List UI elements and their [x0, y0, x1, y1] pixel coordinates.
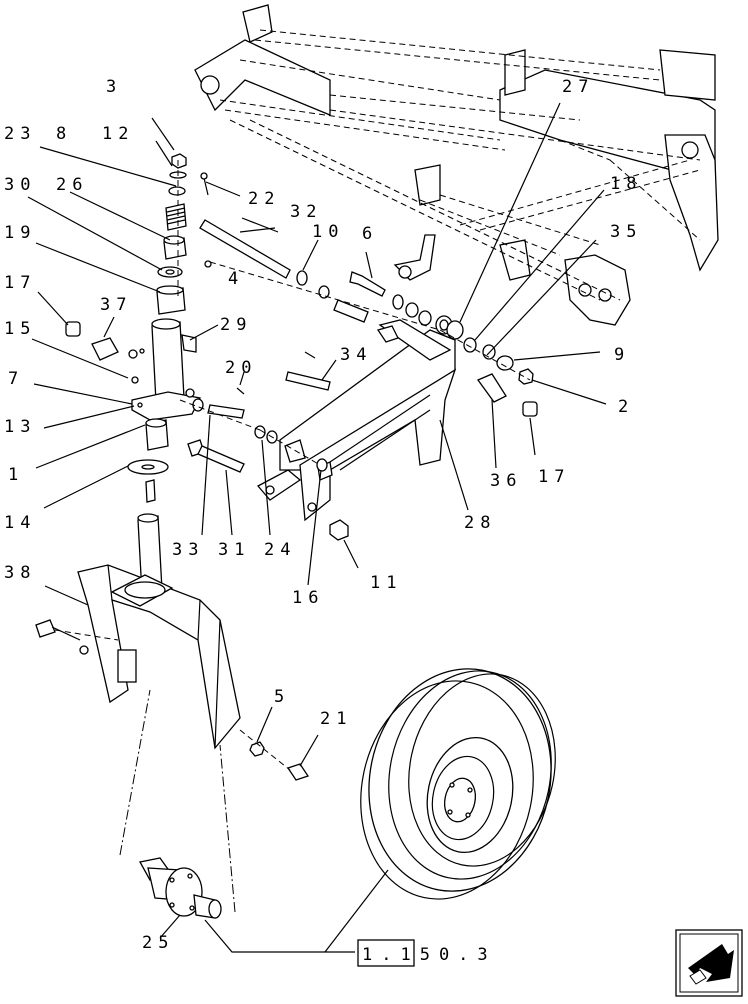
- leader-lines: [27, 102, 607, 953]
- pivot-parts-stack: [65, 153, 245, 503]
- callout-32: 32: [290, 202, 322, 222]
- callout-33: 33: [172, 540, 204, 560]
- wheel-tire: [360, 668, 556, 900]
- callout-25: 25: [142, 933, 174, 953]
- callout-2: 2: [618, 397, 634, 417]
- callout-26: 26: [56, 175, 88, 195]
- callout-6: 6: [362, 224, 378, 244]
- callout-7: 7: [8, 369, 24, 389]
- reference-box-label: 1.150.3: [362, 945, 497, 965]
- callout-17-right: 17: [538, 467, 570, 487]
- callout-21: 21: [320, 709, 352, 729]
- callout-14: 14: [4, 513, 36, 533]
- callout-12: 12: [102, 124, 134, 144]
- callout-13: 13: [4, 417, 36, 437]
- callout-34: 34: [340, 345, 372, 365]
- callout-17-left: 17: [4, 273, 36, 293]
- callout-22: 22: [248, 189, 280, 209]
- callout-15: 15: [4, 319, 36, 339]
- callout-38: 38: [4, 563, 36, 583]
- pins-and-bushings: [177, 160, 538, 781]
- main-arm: [256, 319, 457, 522]
- callout-8: 8: [56, 124, 72, 144]
- callout-10: 10: [312, 222, 344, 242]
- caster-fork: [35, 513, 241, 750]
- hub-spindle: [119, 689, 236, 919]
- callout-20: 20: [225, 358, 257, 378]
- callout-23: 23: [4, 124, 36, 144]
- callout-24: 24: [264, 540, 296, 560]
- callout-5: 5: [274, 687, 290, 707]
- reference-box[interactable]: 1.150.3: [357, 939, 497, 967]
- callout-31: 31: [218, 540, 250, 560]
- callout-11: 11: [370, 573, 402, 593]
- callout-18: 18: [610, 174, 642, 194]
- callout-19: 19: [4, 223, 36, 243]
- frame-assembly: [194, 4, 719, 326]
- callout-35: 35: [610, 222, 642, 242]
- callout-28: 28: [464, 513, 496, 533]
- callout-9: 9: [614, 345, 630, 365]
- callout-29: 29: [220, 315, 252, 335]
- callout-4: 4: [228, 269, 244, 289]
- callout-27: 27: [562, 77, 594, 97]
- callout-37: 37: [100, 295, 132, 315]
- callout-1: 1: [8, 465, 24, 485]
- callout-labels: 3 12 23 8 30 26 19 17 37 15 7 13 1 14 38…: [4, 77, 642, 953]
- callout-16: 16: [292, 588, 324, 608]
- callout-3: 3: [106, 77, 122, 97]
- callout-30: 30: [4, 175, 36, 195]
- back-arrow-icon[interactable]: [675, 929, 743, 997]
- callout-36: 36: [490, 471, 522, 491]
